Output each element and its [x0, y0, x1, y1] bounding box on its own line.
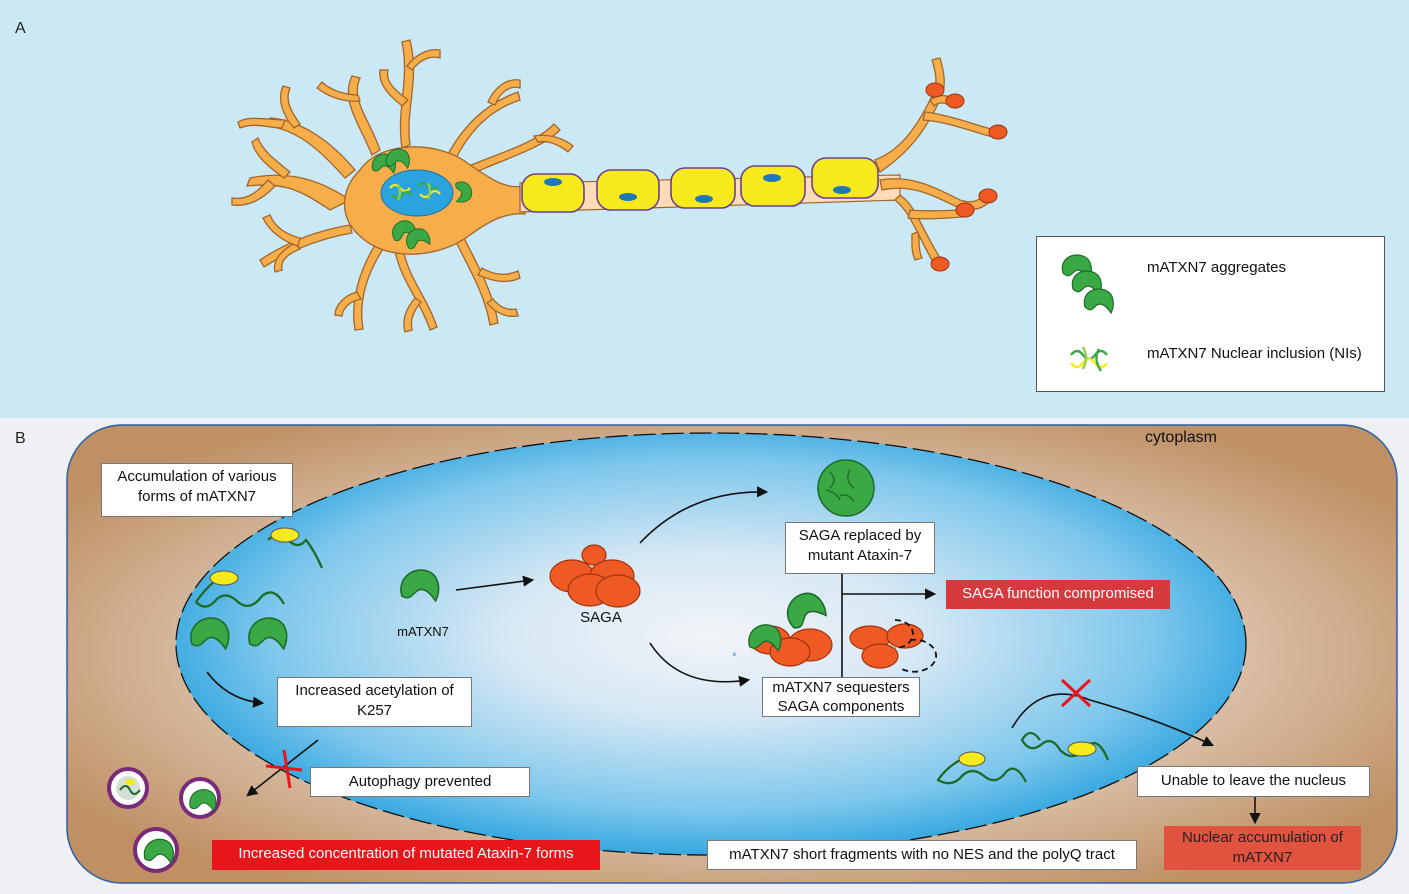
- concentration-label: Increased concentration of mutated Ataxi…: [212, 840, 600, 870]
- fragment-head: [209, 570, 239, 586]
- accumulation-label: Accumulation of various forms of mATXN7: [101, 463, 293, 517]
- matxn7-label: mATXN7: [397, 624, 449, 639]
- acetylation-label: Increased acetylation of K257: [277, 677, 472, 727]
- mutant-ataxin-aggregate-icon: [817, 459, 875, 517]
- blocked-cross-icon: [1060, 678, 1092, 708]
- unable-to-leave-label: Unable to leave the nucleus: [1137, 766, 1370, 797]
- sequesters-label: mATXN7 sequesters SAGA components: [762, 677, 920, 717]
- disrupted-saga-icon: [849, 619, 937, 673]
- schwann-nuclei: [544, 174, 851, 203]
- nuclear-accumulation-label: Nuclear accumulation of mATXN7: [1164, 826, 1361, 870]
- aggregate-legend-icon: [1061, 254, 1114, 315]
- axon-terminal: [874, 57, 996, 263]
- saga-complex-icon: [549, 544, 641, 608]
- saga-replaced-label: SAGA replaced by mutant Ataxin-7: [785, 522, 935, 574]
- autophagosome-icon: [107, 767, 149, 809]
- fragment-head: [1067, 741, 1097, 757]
- nucleus-region: [175, 432, 1247, 856]
- cytoplasm-label: cytoplasm: [1144, 429, 1218, 446]
- sequestered-saga-icon: [748, 586, 833, 667]
- autophagosome-icon: [179, 777, 221, 819]
- saga-compromised-label: SAGA function compromised: [946, 580, 1170, 609]
- small-mark: ×: [732, 650, 737, 659]
- autophagy-label: Autophagy prevented: [310, 767, 530, 797]
- saga-label: SAGA: [580, 609, 622, 626]
- fragments-label: mATXN7 short fragments with no NES and t…: [707, 840, 1137, 870]
- myelin-sheaths: [521, 157, 879, 213]
- autophagosome-icon: [133, 827, 179, 873]
- panel-b-label: B: [15, 430, 26, 447]
- fragment-head: [958, 751, 986, 767]
- legend-box: mATXN7 aggregates mATXN7 Nuclear inclusi…: [1036, 236, 1385, 392]
- fragment-head: [270, 527, 300, 543]
- legend-inclusion-label: mATXN7 Nuclear inclusion (NIs): [1147, 345, 1362, 362]
- inclusion-legend-icon: [1070, 346, 1108, 372]
- blocked-cross-icon: [265, 749, 303, 789]
- nuclear-inclusion-icon: [389, 181, 441, 201]
- neuron-nucleus: [380, 169, 454, 217]
- panel-a-label: A: [15, 20, 26, 37]
- synaptic-boutons: [925, 82, 1008, 272]
- legend-aggregates-label: mATXN7 aggregates: [1147, 259, 1286, 276]
